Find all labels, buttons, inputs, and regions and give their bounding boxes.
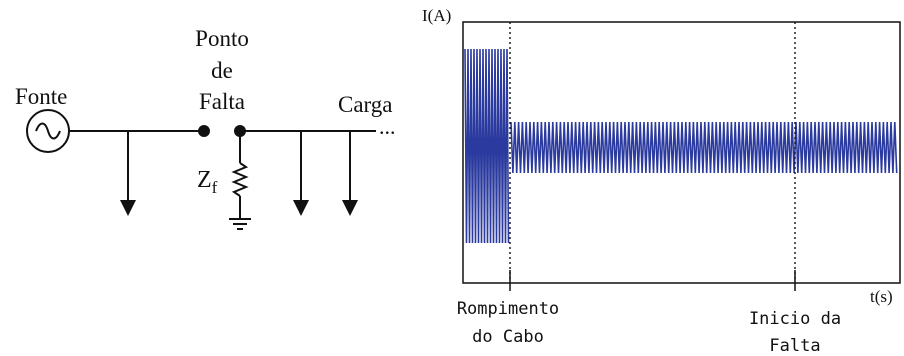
resistor-icon (231, 162, 249, 197)
continuation-dots: ... (379, 114, 396, 139)
circuit-diagram (26, 109, 376, 230)
fault-point-label-line1: Ponto (195, 26, 249, 51)
impedance-label: Zf (197, 167, 218, 197)
fault-point-label-line3: Falta (199, 89, 245, 114)
event-label-fault-start-line1: Inicio da (749, 309, 841, 329)
y-axis-label: I(A) (422, 6, 451, 25)
fault-terminal-right (234, 125, 246, 137)
load-arrow-icon (342, 200, 358, 216)
fault-terminal-left (198, 125, 210, 137)
waveform-postbreak (510, 121, 898, 174)
ground-icon (229, 218, 251, 230)
event-label-fault-start-line2: Falta (769, 336, 820, 356)
current-waveform (464, 48, 898, 244)
load-arrow-icon (293, 200, 309, 216)
load-arrow-icon (120, 200, 136, 216)
chart: I(A) t(s) Rompimento do Cabo Inicio da F… (422, 6, 901, 356)
event-label-cable-break-line1: Rompimento (457, 299, 559, 319)
source-label: Fonte (15, 84, 67, 109)
sine-wave-icon (35, 122, 61, 140)
event-label-cable-break-line2: do Cabo (472, 327, 544, 347)
fault-point-label-line2: de (211, 58, 233, 83)
plot-frame (462, 21, 901, 284)
load-label: Carga (338, 92, 393, 117)
waveform-prefault (464, 48, 510, 244)
x-axis-label: t(s) (870, 287, 893, 306)
